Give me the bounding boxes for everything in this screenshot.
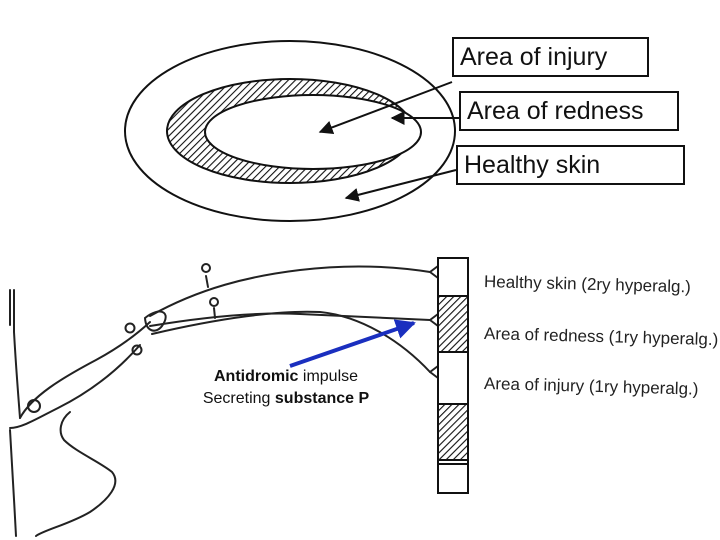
caption-secreting: Secreting — [202, 389, 275, 407]
strip-injury-segment — [437, 351, 469, 405]
strip-healthy-segment — [437, 257, 469, 297]
label-area-of-injury: Area of injury — [452, 37, 649, 77]
label-area-of-redness: Area of redness — [459, 91, 679, 131]
caption-substance-p: substance P — [274, 389, 370, 407]
caption-antidromic: Antidromic — [213, 368, 299, 385]
injury-pointer — [318, 81, 453, 135]
healthy-pointer — [344, 169, 457, 202]
strip-redness-segment — [437, 295, 469, 353]
caption-impulse: impulse — [298, 368, 359, 385]
label-healthy-skin: Healthy skin — [456, 145, 685, 185]
antidromic-caption: Antidromic impulse Secreting substance P — [176, 366, 396, 409]
nerve-drawing — [9, 263, 439, 537]
skin-strip — [437, 257, 469, 494]
strip-redness-segment-lower — [437, 403, 469, 461]
antidromic-arrow — [289, 319, 416, 368]
caption-line-1: Antidromic impulse — [176, 366, 396, 388]
caption-line-2: Secreting substance P — [176, 388, 396, 410]
